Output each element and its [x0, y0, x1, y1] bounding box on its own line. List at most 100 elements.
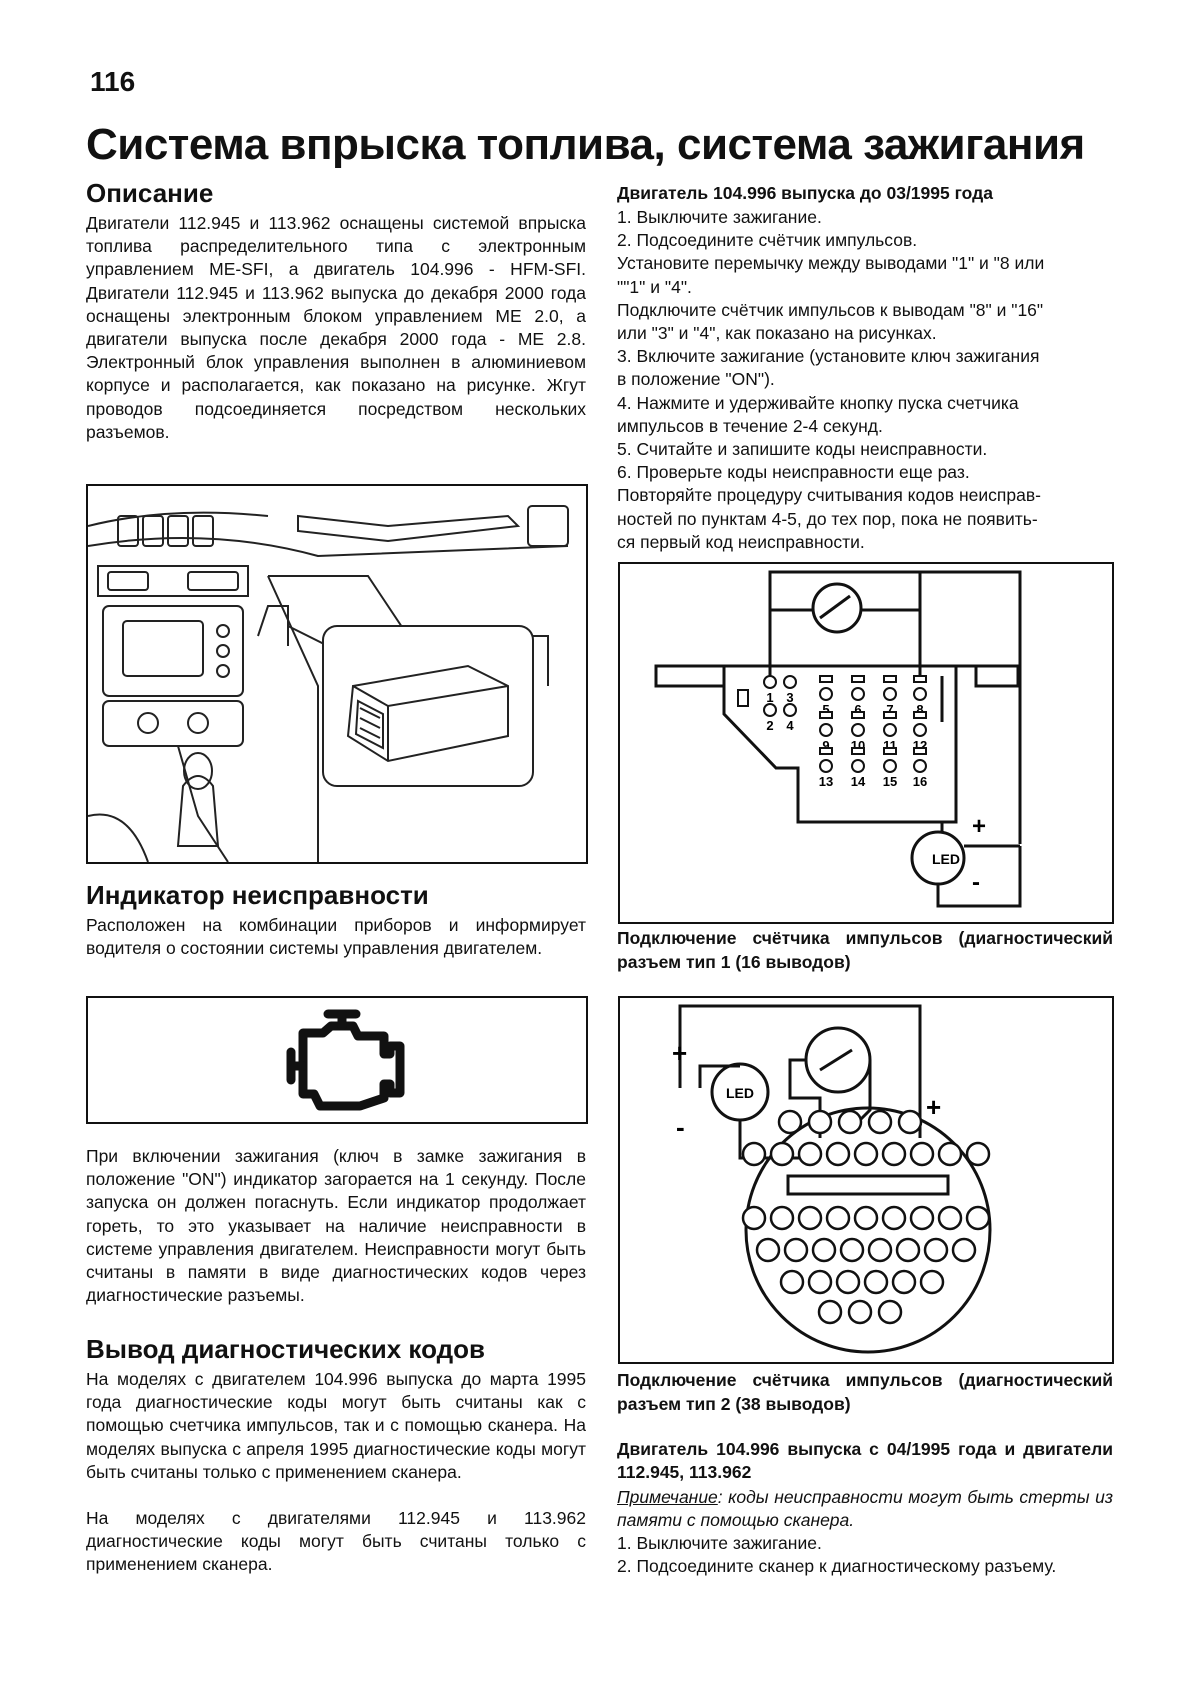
connector-pin	[763, 675, 777, 689]
pin-label: 6	[854, 702, 861, 717]
codes-text-2: На моделях с двигателями 112.945 и 113.9…	[86, 1508, 586, 1575]
step-line: 1. Выключите зажигание.	[617, 207, 822, 227]
indicator-text: Расположен на комбинации приборов и инфо…	[86, 915, 586, 959]
pin-slot	[851, 747, 865, 755]
connector-pin	[755, 1237, 781, 1263]
connector-pin	[951, 1237, 977, 1263]
pin-label: 3	[786, 690, 793, 705]
plus-sign-2: +	[926, 1092, 941, 1122]
connector-38pin-diagram: LED + + -	[672, 1004, 992, 1354]
connector-pin	[769, 1205, 795, 1231]
connector-pin	[937, 1205, 963, 1231]
connector-pin	[769, 1141, 795, 1167]
connector-pin	[913, 759, 927, 773]
pin-label: 5	[822, 702, 829, 717]
connector-pin	[895, 1237, 921, 1263]
connector-pin	[891, 1269, 917, 1295]
connector-pin	[839, 1237, 865, 1263]
step-line: Установите перемычку между выводами "1" …	[617, 253, 1045, 274]
connector-pin	[851, 759, 865, 773]
minus-sign: -	[676, 1112, 685, 1142]
engine-heading-2: Двигатель 104.996 выпуска с 04/1995 года…	[617, 1439, 1113, 1482]
description-heading: Описание	[86, 178, 214, 208]
step-line: 2. Подсоедините счётчик импульсов.	[617, 230, 918, 251]
pin-label: 15	[883, 774, 897, 789]
connector-pin	[825, 1205, 851, 1231]
page-title: Система впрыска топлива, система зажиган…	[86, 120, 1085, 169]
connector-pin	[913, 687, 927, 701]
pin-label: 2	[766, 718, 773, 733]
connector-pin	[851, 687, 865, 701]
connector-pin	[779, 1269, 805, 1295]
note: Примечание: коды неисправности могут быт…	[617, 1486, 1113, 1532]
pin-label: 1	[766, 690, 773, 705]
connector-pin	[923, 1237, 949, 1263]
connector-pin	[819, 759, 833, 773]
step-line: 4. Нажмите и удерживайте кнопку пуска сч…	[617, 392, 1019, 413]
connector-pin	[763, 703, 777, 717]
connector-pin	[897, 1109, 923, 1135]
led-label: LED	[726, 1085, 754, 1101]
pin-slot	[883, 711, 897, 719]
step-line: ""1" и "4".	[617, 276, 692, 297]
pin-slot	[913, 675, 927, 683]
connector-pin	[817, 1299, 843, 1325]
connector-pin	[853, 1141, 879, 1167]
connector-pin	[797, 1205, 823, 1231]
connector-pin	[883, 759, 897, 773]
connector-pin	[877, 1299, 903, 1325]
connector-pin	[741, 1205, 767, 1231]
step-line: Подключите счётчик импульсов к выводам "…	[617, 299, 1044, 320]
connector-pin	[867, 1237, 893, 1263]
check-engine-icon	[286, 1009, 405, 1111]
connector-pin	[807, 1109, 833, 1135]
ecu-location-figure	[86, 484, 588, 864]
connector-pin	[965, 1141, 991, 1167]
engine-heading-1: Двигатель 104.996 выпуска до 03/1995 год…	[617, 183, 993, 203]
step-line: 3. Включите зажигание (установите ключ з…	[617, 346, 1040, 367]
step-line: 6. Проверьте коды неисправности еще раз.	[617, 462, 970, 483]
note-text: : коды неисправности могут быть стерты и…	[617, 1487, 1113, 1531]
connector-pin	[883, 687, 897, 701]
connector-pin	[863, 1269, 889, 1295]
connector-pin	[797, 1141, 823, 1167]
connector-pin	[837, 1109, 863, 1135]
connector-pin	[783, 1237, 809, 1263]
pin-label: 9	[822, 738, 829, 753]
connector-pin	[819, 687, 833, 701]
pin-slot	[819, 711, 833, 719]
description-text: Двигатели 112.945 и 113.962 оснащены сис…	[86, 213, 586, 442]
step-line: 2. Подсоедините сканер к диагностическом…	[617, 1556, 1057, 1577]
pin-slot	[913, 747, 927, 755]
connector-pin	[847, 1299, 873, 1325]
connector-pin	[783, 675, 797, 689]
pin-label: 13	[819, 774, 833, 789]
connector-pin	[909, 1205, 935, 1231]
note-label: Примечание	[617, 1487, 718, 1507]
page-number: 116	[90, 66, 136, 97]
connector-pin	[783, 703, 797, 717]
pin-slot	[883, 747, 897, 755]
connector-type2-figure: LED + + -	[618, 996, 1114, 1364]
check-engine-figure	[86, 996, 588, 1124]
pin-slot	[913, 711, 927, 719]
figure2-caption: Подключение счётчика импульсов (диагност…	[617, 1370, 1113, 1414]
steps-list-1: 1. Выключите зажигание. 2. Подсоедините …	[617, 206, 1117, 554]
indicator-details: При включении зажигания (ключ в замке за…	[86, 1146, 586, 1306]
pin-slot	[819, 675, 833, 683]
connector-pin	[807, 1269, 833, 1295]
step-line: ся первый код неисправности.	[617, 531, 865, 552]
dashboard-illustration	[87, 505, 569, 863]
codes-text-1: На моделях с двигателем 104.996 выпуска …	[86, 1369, 586, 1482]
step-line: в положение "ON").	[617, 369, 775, 390]
figure1-caption: Подключение счётчика импульсов (диагност…	[617, 928, 1113, 972]
connector-pin	[881, 1205, 907, 1231]
step-line: или "3" и "4", как показано на рисунках.	[617, 323, 937, 344]
pin-slot	[851, 675, 865, 683]
connector-pin	[819, 723, 833, 737]
step-line: Повторяйте процедуру считывания кодов не…	[617, 485, 1041, 506]
minus-sign: -	[972, 869, 980, 896]
connector-pins	[741, 1109, 991, 1325]
